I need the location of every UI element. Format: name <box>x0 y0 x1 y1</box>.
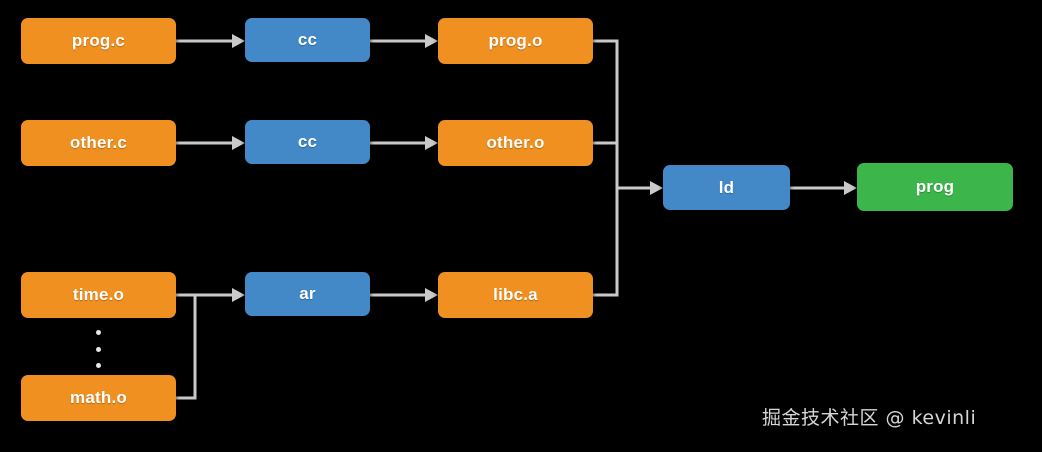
edge-math_o-ar <box>176 295 197 400</box>
node-other-o[interactable]: other.o <box>438 120 593 166</box>
node-prog[interactable]: prog <box>857 163 1013 211</box>
edge-ar-libc_a <box>370 288 438 302</box>
node-label: other.c <box>69 133 128 152</box>
ellipsis-dot <box>95 330 101 335</box>
edge-cc-prog_o <box>370 34 438 48</box>
node-label: ar <box>299 284 316 303</box>
node-time-o[interactable]: time.o <box>21 272 176 318</box>
node-label: prog.c <box>71 31 126 50</box>
node-ld[interactable]: ld <box>663 165 790 210</box>
edge-prog_c-cc <box>176 34 245 48</box>
node-label: cc <box>297 30 318 49</box>
node-prog-c[interactable]: prog.c <box>21 18 176 64</box>
node-label: prog <box>915 177 955 196</box>
watermark: 掘金技术社区 @ kevinli <box>762 407 977 429</box>
node-label: math.o <box>70 388 127 407</box>
edge-other_c-cc <box>176 136 245 150</box>
node-label: prog.o <box>488 31 543 50</box>
node-math-o[interactable]: math.o <box>21 375 176 421</box>
edge-time_o-ar <box>176 288 245 302</box>
node-label: time.o <box>72 285 125 304</box>
node-label: ld <box>718 177 735 197</box>
node-label: other.o <box>486 133 545 152</box>
vertical-ellipsis-icon <box>95 330 101 368</box>
node-libc-a[interactable]: libc.a <box>438 272 593 318</box>
node-cc-2[interactable]: cc <box>245 120 370 164</box>
node-prog-o[interactable]: prog.o <box>438 18 593 64</box>
edge-cc-other_o <box>370 136 438 150</box>
node-label: libc.a <box>493 285 538 304</box>
node-other-c[interactable]: other.c <box>21 120 176 166</box>
node-label: cc <box>297 132 318 151</box>
ellipsis-dot <box>95 346 101 352</box>
edge-bracket-to-ld <box>593 39 663 297</box>
ellipsis-dot <box>95 363 101 368</box>
edge-ld-prog <box>790 181 857 195</box>
node-cc-1[interactable]: cc <box>245 18 370 62</box>
node-ar[interactable]: ar <box>245 272 370 316</box>
